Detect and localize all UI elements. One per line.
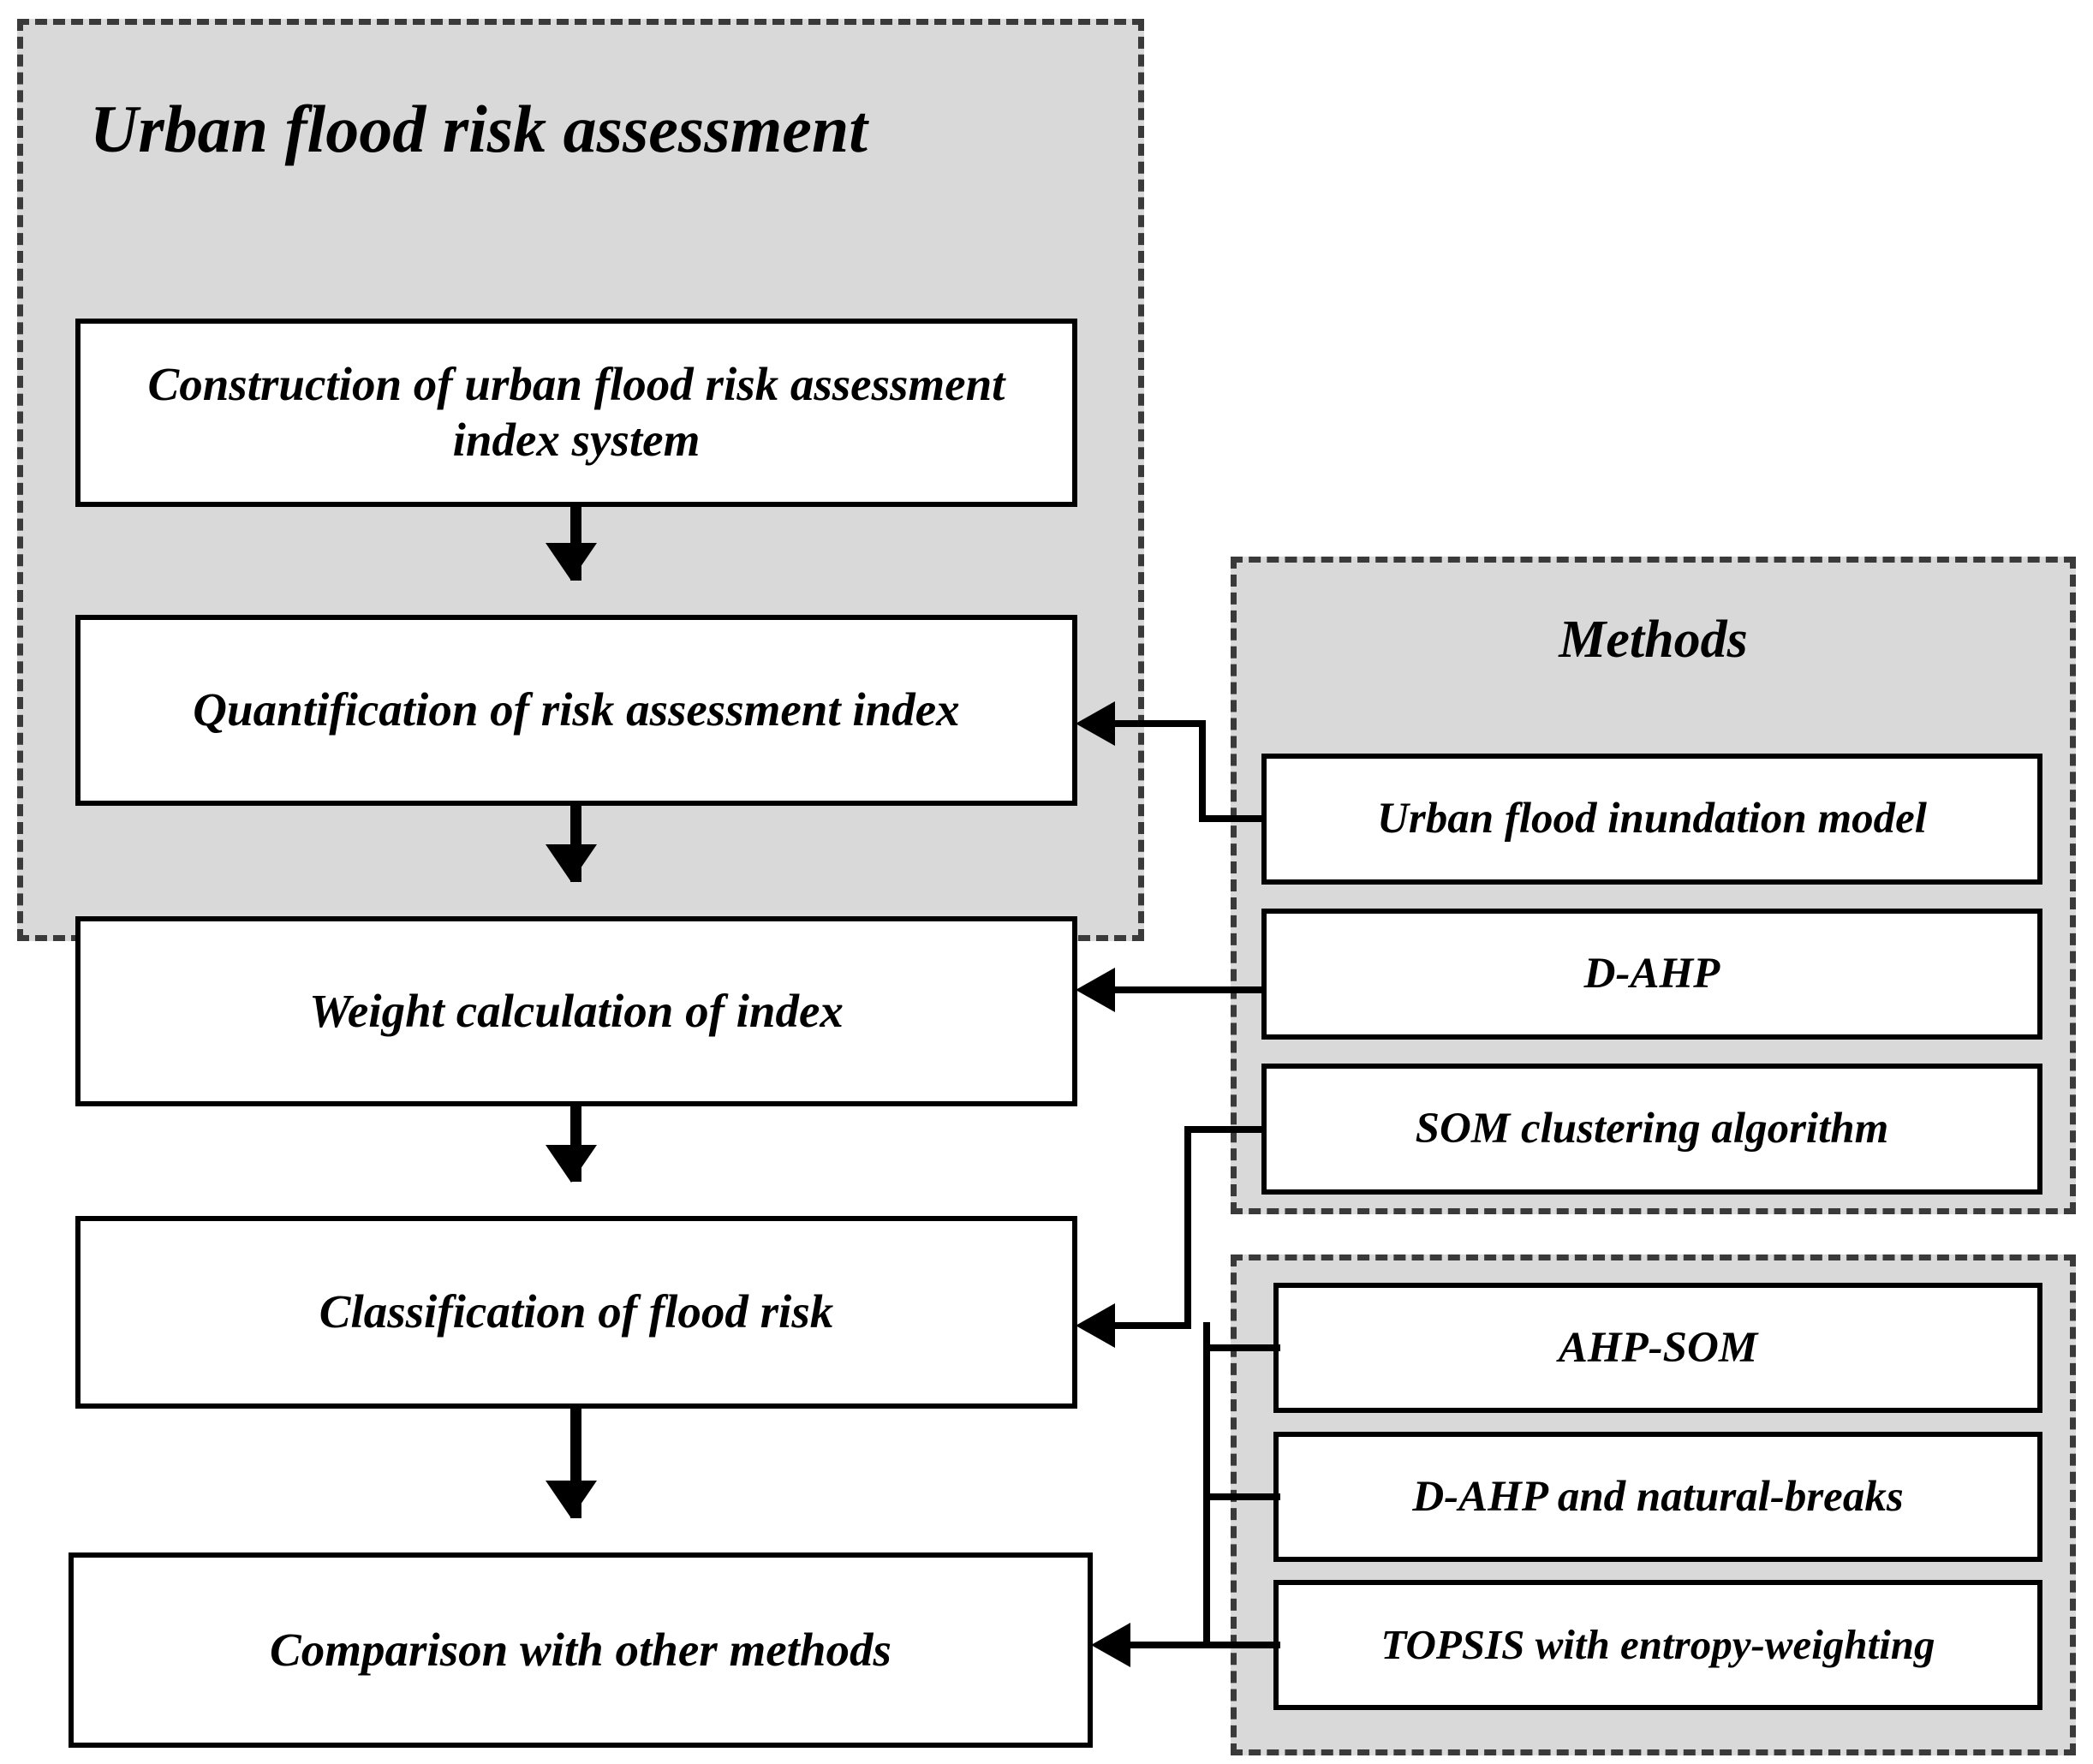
link-line-ahpsom-stub xyxy=(1203,1344,1280,1351)
link-arrow-left-icon-inundation xyxy=(1076,701,1115,746)
step-box-classification-of-flood-risk[interactable]: Classification of flood risk xyxy=(75,1216,1077,1409)
link-line-som-run xyxy=(1113,1322,1191,1329)
comparison-method-box-d-ahp-and-natural-breaks[interactable]: D-AHP and natural-breaks xyxy=(1273,1432,2042,1562)
link-line-topsis-stub xyxy=(1203,1642,1280,1648)
link-line-som-riser xyxy=(1184,1126,1191,1326)
link-line-comparison-run xyxy=(1129,1642,1208,1648)
methods-panel-title: Methods xyxy=(1559,611,1748,669)
flow-arrow-down-icon-1 xyxy=(546,543,597,581)
link-line-dahpnb-stub xyxy=(1203,1493,1280,1500)
link-line-ahpsom-riser xyxy=(1203,1322,1210,1348)
link-line-topsis-riser xyxy=(1203,1493,1210,1648)
step-box-quantification-of-risk-assessment-index[interactable]: Quantification of risk assessment index xyxy=(75,615,1077,806)
link-line-inundation-run xyxy=(1113,720,1206,727)
link-arrow-left-icon-som xyxy=(1076,1303,1115,1348)
main-panel-title: Urban flood risk assessment xyxy=(90,92,868,166)
step-box-construction-of-index-system[interactable]: Construction of urban flood risk assessm… xyxy=(75,319,1077,507)
link-line-inundation-stub xyxy=(1199,815,1263,822)
step-box-comparison-with-other-methods[interactable]: Comparison with other methods xyxy=(69,1552,1093,1748)
method-box-urban-flood-inundation-model[interactable]: Urban flood inundation model xyxy=(1261,754,2042,885)
step-box-weight-calculation-of-index[interactable]: Weight calculation of index xyxy=(75,916,1077,1106)
link-line-som-stub xyxy=(1184,1126,1263,1133)
comparison-method-box-topsis-with-entropy-weighting[interactable]: TOPSIS with entropy-weighting xyxy=(1273,1580,2042,1710)
flow-arrow-down-icon-2 xyxy=(546,844,597,882)
link-arrow-left-icon-dahp xyxy=(1076,968,1115,1012)
flow-arrow-down-icon-4 xyxy=(546,1481,597,1518)
comparison-method-box-ahp-som[interactable]: AHP-SOM xyxy=(1273,1283,2042,1413)
method-box-d-ahp[interactable]: D-AHP xyxy=(1261,909,2042,1040)
link-line-dahp-run xyxy=(1113,986,1263,993)
link-line-dahpnb-riser xyxy=(1203,1344,1210,1500)
link-line-inundation-riser xyxy=(1199,724,1206,822)
method-box-som-clustering-algorithm[interactable]: SOM clustering algorithm xyxy=(1261,1064,2042,1195)
flow-arrow-down-icon-3 xyxy=(546,1145,597,1183)
link-arrow-left-icon-comparison xyxy=(1091,1623,1130,1667)
